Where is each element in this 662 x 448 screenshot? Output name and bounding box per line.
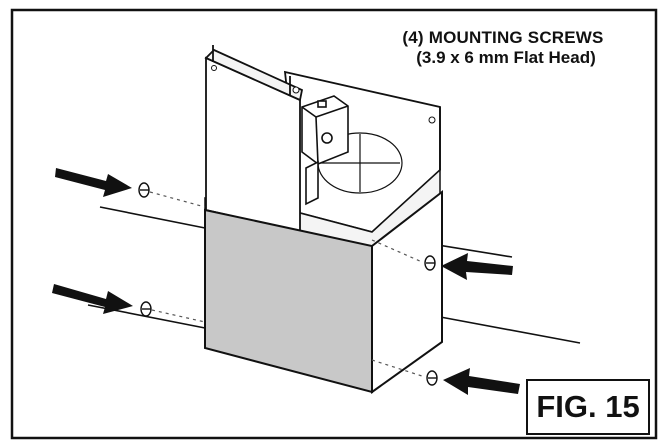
mounting-screw-icon bbox=[424, 255, 436, 271]
arrow-left-icon bbox=[443, 368, 520, 395]
caption-title: (4) MOUNTING SCREWS bbox=[402, 28, 604, 47]
figure-label: FIG. 15 bbox=[526, 379, 650, 435]
mounting-screw-icon bbox=[138, 182, 150, 198]
junction-box bbox=[301, 95, 349, 206]
panel-holes bbox=[211, 65, 436, 124]
screw-guides bbox=[149, 191, 426, 378]
arrow-right-icon bbox=[52, 284, 133, 314]
caption-subtitle: (3.9 x 6 mm Flat Head) bbox=[416, 48, 596, 67]
arrow-left-icon bbox=[441, 253, 513, 280]
mounting-screw-icon bbox=[140, 301, 152, 317]
side-panel bbox=[371, 189, 443, 394]
arrow-right-icon bbox=[55, 168, 132, 197]
mounting-screw-icon bbox=[426, 370, 438, 386]
figure-border bbox=[10, 8, 658, 440]
